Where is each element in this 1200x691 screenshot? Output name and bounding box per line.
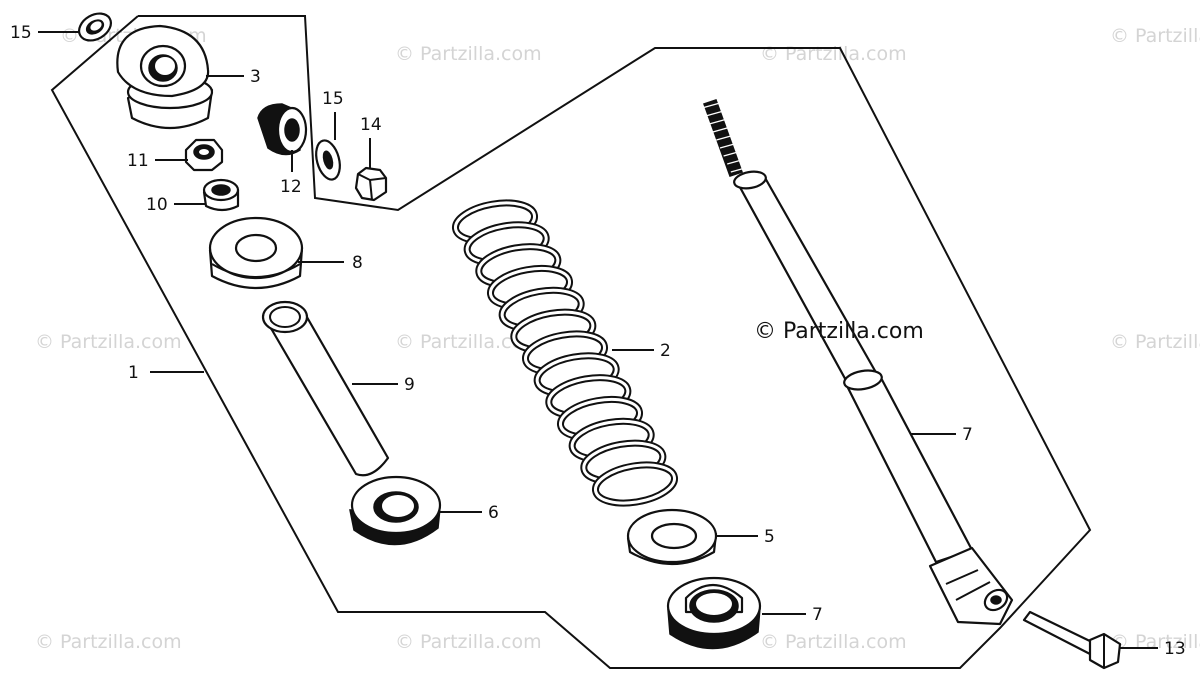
watermark: © Partzilla.com [395,631,542,653]
thread-line [723,150,742,157]
leader-lines [38,31,1158,649]
watermark: © Partzilla.com [1110,331,1200,353]
cap-nut-part-14 [354,166,388,202]
thread-line [709,118,728,125]
callout-8: 8 [352,253,363,273]
watermark-group: © Partzilla.com © Partzilla.com © Partzi… [35,25,1200,653]
callout-10: 10 [146,195,168,215]
washer-part-15-right [315,139,341,181]
tube-part-9 [261,300,390,477]
callout-7: 7 [962,425,973,445]
damper-unit-part-7 [701,99,1014,626]
watermark: © Partzilla.com [395,43,542,65]
washer-part-15-left [78,12,112,42]
coil-spring-part-2 [451,199,679,507]
watermark: © Partzilla.com [395,331,542,353]
thread-line [701,102,721,109]
watermark: © Partzilla.com [1110,25,1200,47]
spring-seat-part-8 [208,216,304,290]
upper-mount-part-3 [116,24,214,130]
callout-5: 5 [764,527,775,547]
spring-seat-part-6 [349,475,442,546]
callout-15: 15 [322,89,344,109]
assembly-outline [50,15,1092,669]
thread-line [712,126,731,133]
callout-7: 7 [812,605,823,625]
watermark: © Partzilla.com [760,631,907,653]
watermark: © Partzilla.com [35,631,182,653]
callout-6: 6 [488,503,499,523]
callout-2: 2 [660,341,671,361]
watermark: © Partzilla.com [760,43,907,65]
callout-12: 12 [280,177,302,197]
bushing-part-12 [257,103,308,156]
callout-14: 14 [360,115,382,135]
copyright-credit: © Partzilla.com [754,319,924,344]
washer-part-5 [626,508,718,566]
thread-line [705,110,724,117]
callout-9: 9 [404,375,415,395]
lower-seat-part-7 [666,576,762,650]
thread-line [727,158,746,165]
callout-11: 11 [127,151,149,171]
callout-1: 1 [128,363,139,383]
callout-13: 13 [1164,639,1186,659]
thread-line [716,134,735,141]
watermark: © Partzilla.com [1110,631,1200,653]
bushing-part-10 [202,178,240,212]
bolt-part-13 [1022,610,1122,670]
nut-part-11 [184,138,224,172]
callout-labels: 15 3 15 14 11 12 10 8 2 1 9 7 6 5 7 13 [10,23,1186,659]
callout-3: 3 [250,67,261,87]
thread-line [719,142,739,149]
spring-coil-highlight [593,463,677,505]
thread-line [730,166,749,173]
watermark: © Partzilla.com [35,331,182,353]
callout-15: 15 [10,23,32,43]
